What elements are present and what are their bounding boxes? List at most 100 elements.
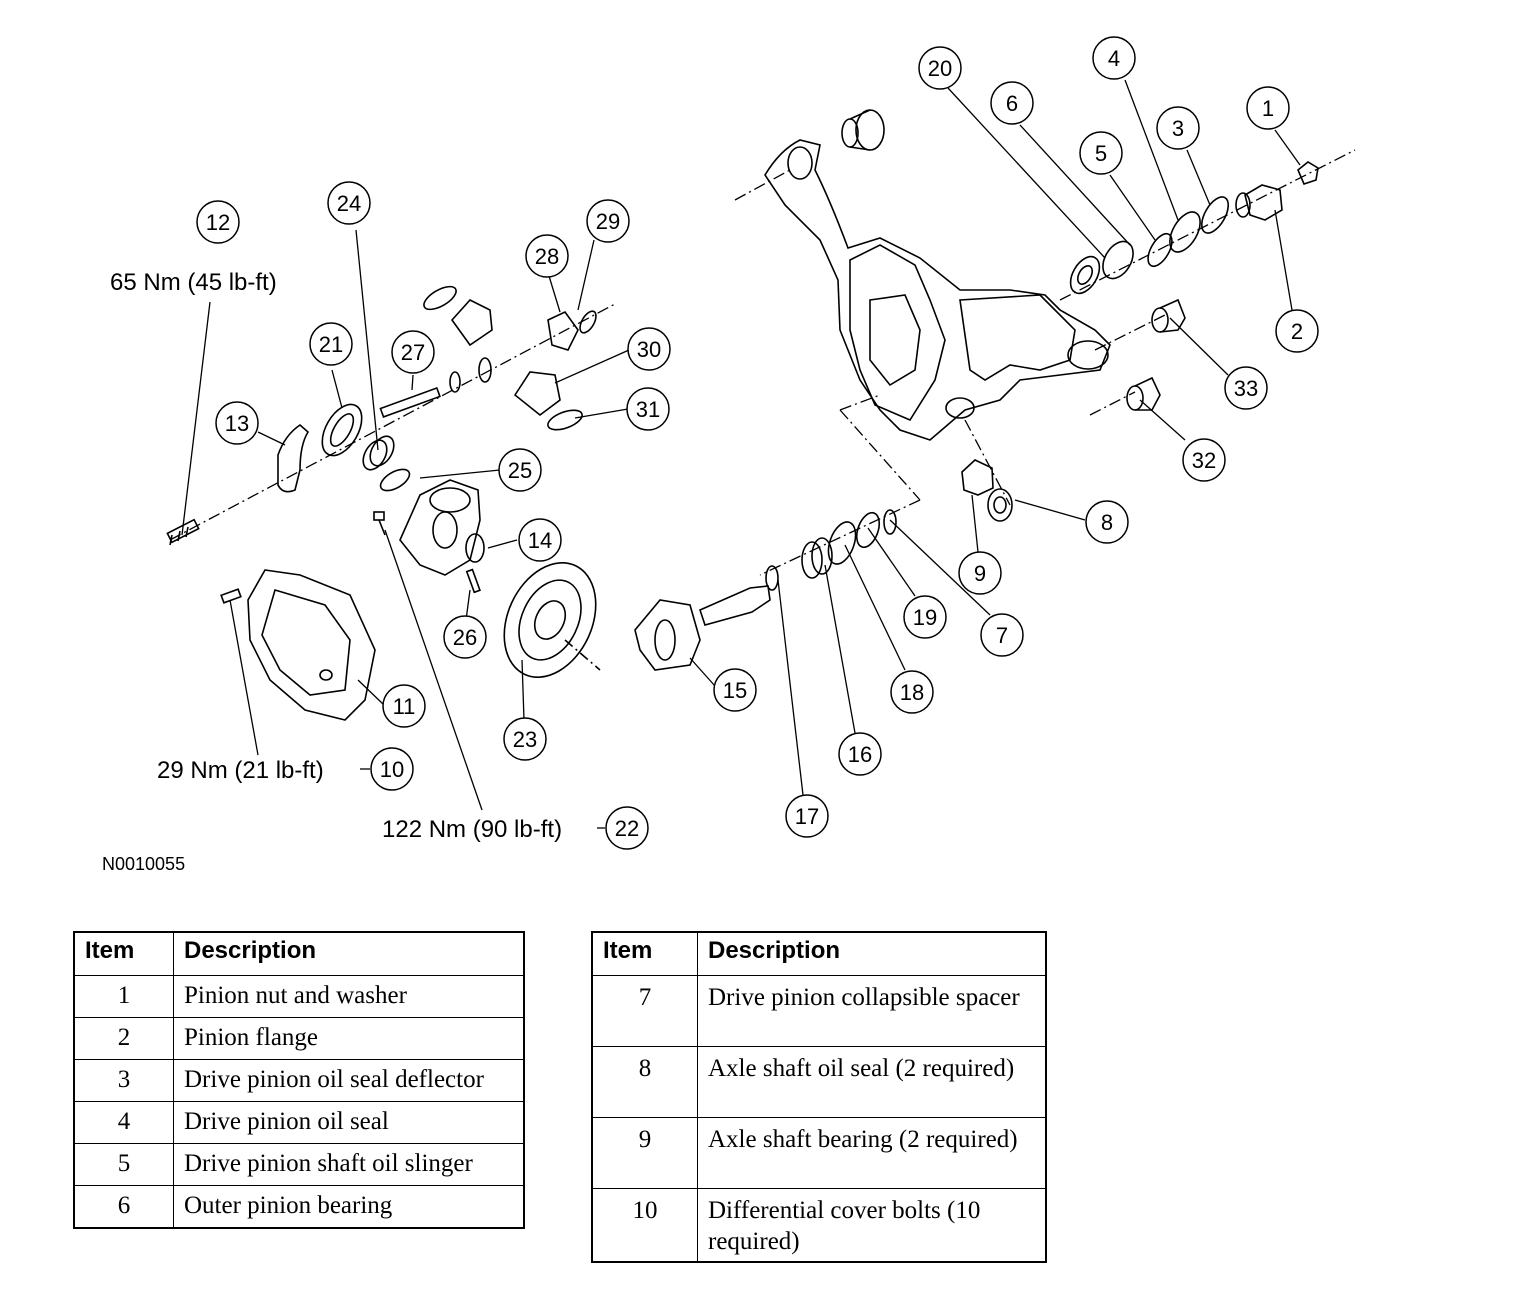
callout-24: 24: [327, 181, 371, 225]
callout-16: 16: [838, 732, 882, 776]
svg-text:29: 29: [596, 209, 620, 234]
svg-text:19: 19: [913, 605, 937, 630]
spacer-7: [883, 509, 897, 535]
pinion-flange-2: [1235, 184, 1283, 221]
table-header-row: Item Description: [73, 931, 525, 976]
seal-4: [1169, 211, 1201, 253]
side-gear-30: [513, 371, 561, 417]
item-description: Drive pinion shaft oil slinger: [173, 1143, 525, 1186]
item-number: 8: [591, 1046, 698, 1118]
svg-text:6: 6: [1006, 91, 1018, 116]
svg-text:28: 28: [535, 244, 559, 269]
bearing-9: [961, 459, 994, 496]
callout-33: 33: [1224, 366, 1268, 410]
callout-13: 13: [215, 401, 259, 445]
bearing-cap-13: [277, 423, 310, 493]
item-number: 1: [73, 975, 174, 1018]
svg-text:5: 5: [1095, 141, 1107, 166]
callout-3: 3: [1156, 106, 1200, 150]
bushing-top: [841, 109, 885, 151]
item-number: 2: [73, 1017, 174, 1060]
callout-26: 26: [443, 615, 487, 659]
shaft-27: [379, 386, 441, 418]
torque-label-10: 29 Nm (21 lb-ft): [157, 757, 324, 784]
svg-text:11: 11: [393, 694, 416, 719]
header-description: Description: [697, 931, 1047, 976]
drive-pinion-15: [634, 585, 771, 671]
pinion-gear-28: [547, 310, 579, 351]
svg-text:9: 9: [974, 561, 986, 586]
bearing-cup-21: [321, 403, 363, 457]
callout-25: 25: [498, 448, 542, 492]
callout-32: 32: [1182, 438, 1226, 482]
callouts: 1 2 3 4 5 6 7 8 9 10 11 12 13 14 15 16 1…: [196, 36, 1319, 850]
callout-18: 18: [890, 670, 934, 714]
header-description: Description: [173, 931, 525, 976]
callout-23: 23: [503, 717, 547, 761]
washer-29: [579, 310, 597, 334]
seal-8: [987, 488, 1013, 522]
callout-28: 28: [525, 234, 569, 278]
svg-text:18: 18: [900, 680, 924, 705]
callout-29: 29: [586, 199, 630, 243]
callout-17: 17: [785, 794, 829, 838]
leader-lines: [181, 79, 1301, 811]
svg-text:15: 15: [723, 678, 747, 703]
svg-text:23: 23: [513, 727, 537, 752]
deflector-3: [1200, 196, 1230, 234]
cup-18: [827, 521, 857, 565]
callout-20: 20: [918, 46, 962, 90]
item-description: Differential cover bolts (10 required): [697, 1188, 1047, 1263]
bolt-10: [220, 588, 242, 604]
table-header-row: Item Description: [591, 931, 1047, 976]
bearing-6: [1102, 240, 1134, 280]
svg-text:4: 4: [1108, 46, 1120, 71]
callout-9: 9: [958, 551, 1002, 595]
exploded-axle-diagram: 1 2 3 4 5 6 7 8 9 10 11 12 13 14 15 16 1…: [102, 36, 1356, 874]
callout-14: 14: [518, 518, 562, 562]
torque-label-12: 65 Nm (45 lb-ft): [110, 269, 277, 296]
callout-31: 31: [626, 387, 670, 431]
axle-housing: [764, 139, 1111, 441]
svg-text:1: 1: [1262, 96, 1274, 121]
figure-code: N0010055: [102, 854, 185, 874]
callout-19: 19: [903, 595, 947, 639]
side-gear-top: [450, 299, 493, 347]
item-number: 4: [73, 1101, 174, 1144]
callout-4: 4: [1092, 36, 1136, 80]
item-number: 7: [591, 975, 698, 1047]
washer-right: [478, 357, 492, 383]
item-description: Drive pinion oil seal: [173, 1101, 525, 1144]
washer-17: [765, 565, 779, 591]
svg-text:27: 27: [401, 340, 425, 365]
svg-text:7: 7: [996, 623, 1008, 648]
item-number: 6: [73, 1185, 174, 1229]
callout-1: 1: [1246, 86, 1290, 130]
callout-5: 5: [1079, 131, 1123, 175]
bolt-12: [166, 518, 200, 546]
svg-text:25: 25: [508, 458, 532, 483]
item-number: 3: [73, 1059, 174, 1102]
slinger-5: [1147, 232, 1173, 268]
item-description: Pinion nut and washer: [173, 975, 525, 1018]
svg-text:26: 26: [453, 625, 477, 650]
callout-8: 8: [1085, 500, 1129, 544]
svg-text:17: 17: [795, 804, 819, 829]
callout-6: 6: [990, 81, 1034, 125]
callout-2: 2: [1275, 309, 1319, 353]
pin-26: [465, 568, 481, 594]
svg-text:2: 2: [1291, 319, 1303, 344]
svg-text:21: 21: [319, 332, 343, 357]
callout-27: 27: [391, 330, 435, 374]
svg-text:16: 16: [848, 742, 872, 767]
item-description: Pinion flange: [173, 1017, 525, 1060]
carrier-case-14: [399, 479, 485, 576]
pinion-nut-1: [1297, 161, 1319, 185]
callout-22: 22: [605, 806, 649, 850]
